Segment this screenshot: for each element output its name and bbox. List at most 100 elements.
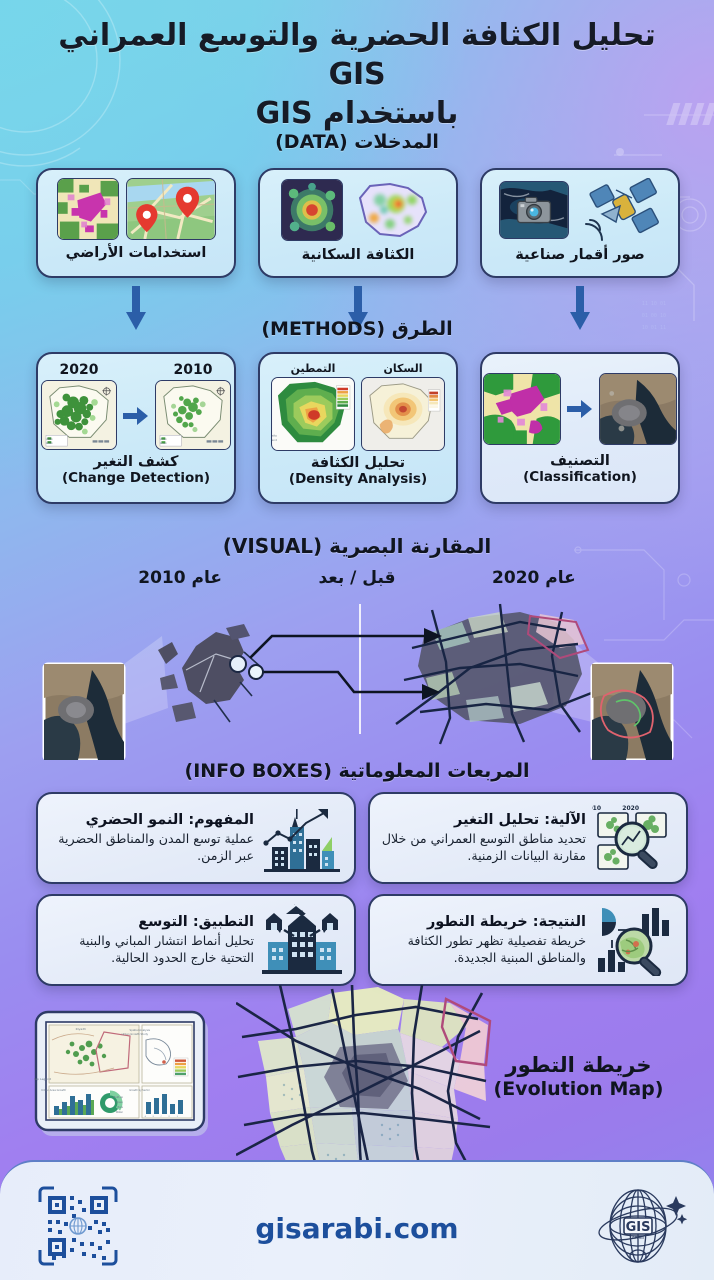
info-box-concept[interactable]: المفهوم: النمو الحضري عملية توسع المدن و… [36, 792, 356, 884]
info-box-result[interactable]: النتيجة: خريطة التطور خريطة تفصيلية تظهر… [368, 894, 688, 986]
svg-text:Built-up: Built-up [114, 1096, 124, 1099]
svg-text:Urban Growth Study: Urban Growth Study [122, 1032, 149, 1036]
method-label-ar: تحليل الكثافة [310, 455, 406, 471]
svg-text:GIS: GIS [626, 1220, 651, 1235]
evolution-label-en: (Evolution Map) [493, 1078, 664, 1101]
data-card-label: استخدامات الأراضي [65, 245, 207, 261]
method-label-ar: كشف التغير [93, 454, 179, 470]
visual-comparison-diagram [42, 603, 674, 760]
classification-visual [483, 372, 677, 445]
arrow-head-bottom [422, 684, 440, 700]
info-box-text: النتيجة: خريطة التطور خريطة تفصيلية تظهر… [376, 914, 586, 967]
satellite-raw-image-icon [599, 372, 677, 445]
classified-image-icon [483, 372, 561, 445]
info-box-title: النتيجة: خريطة التطور [426, 913, 586, 930]
info-box-text: الآلية: تحليل التغير تحديد مناطق التوسع … [376, 812, 586, 865]
info-box-application[interactable]: التطبيق: التوسع تحليل أنماط انتشار المبا… [36, 894, 356, 986]
svg-text:Map Legend: Map Legend [34, 1077, 51, 1081]
visual-comparison-labels: عام 2020 قبل / بعد عام 2010 [0, 568, 714, 588]
svg-text:Growth by Sector: Growth by Sector [129, 1089, 150, 1092]
svg-text:A: A [145, 1115, 147, 1118]
arrow-right-change [123, 407, 148, 425]
city-footprint-2020 [395, 603, 595, 745]
population-kernel-map-icon [361, 377, 445, 451]
poster-title-line-2: باستخدام GIS [255, 96, 459, 131]
land-use-thumbnails [56, 178, 216, 240]
mechanism-year-2010: 2010 [592, 805, 601, 812]
evolution-parcel-map-icon [236, 985, 492, 1181]
info-box-title: التطبيق: التوسع [138, 913, 254, 930]
map-pins-icon [125, 178, 216, 240]
qr-code-icon[interactable] [38, 1186, 118, 1266]
svg-text:Bare: Bare [117, 1106, 123, 1109]
svg-text:E: E [177, 1116, 179, 1118]
info-box-text: التطبيق: التوسع تحليل أنماط انتشار المبا… [44, 914, 254, 967]
arrow-right-classification [567, 399, 592, 418]
method-label-en: (Change Detection) [61, 469, 211, 486]
satellite-2020-thumb [590, 662, 674, 760]
city-growth-chart-icon [260, 799, 344, 877]
evolution-map-dashboard-icon [592, 901, 676, 979]
city-footprint-2010 [158, 624, 263, 723]
visual-label-before-after: قبل / بعد [318, 568, 396, 588]
method-card-label: التصنيف (Classification) [523, 453, 637, 485]
arrow-down-satellite [570, 286, 590, 330]
footer-website-url[interactable]: gisarabi.com [255, 1212, 459, 1245]
landuse-raster-icon [56, 178, 119, 240]
visual-label-2010: عام 2010 [138, 568, 222, 588]
satellite-icon [584, 178, 659, 241]
svg-text:Water: Water [116, 1111, 123, 1114]
method-caption: 2010 [173, 362, 213, 378]
svg-text:Urban: Urban [46, 438, 54, 441]
earth-camera-icon [498, 181, 569, 239]
info-box-text: المفهوم: النمو الحضري عملية توسع المدن و… [44, 812, 254, 865]
satellite-imagery-thumbnails [498, 178, 662, 242]
method-card-label: تحليل الكثافة (Density Analysis) [289, 455, 427, 487]
data-card-population-density[interactable]: الكثافة السكانية [258, 168, 458, 278]
evolution-map-label: خريطة التطور (Evolution Map) [471, 1052, 686, 1102]
population-density-thumbnails [280, 178, 436, 242]
density-grid-icon [280, 179, 343, 241]
method-label-ar: التصنيف [550, 452, 610, 469]
svg-text:Green: Green [116, 1101, 124, 1104]
info-box-description: عملية توسع المدن والمناطق الحضرية عبر ال… [58, 831, 254, 863]
section-heading-data: المدخلات (DATA) [275, 131, 439, 153]
method-card-label: كشف التغير (Change Detection) [62, 454, 210, 486]
arrow-down-population-density [348, 286, 368, 330]
poster-title-line-1: تحليل الكثافة الحضرية والتوسع العمراني G… [58, 18, 656, 92]
data-card-satellite-imagery[interactable]: صور أقمار صناعية [480, 168, 680, 278]
method-card-classification[interactable]: التصنيف (Classification) [480, 352, 680, 504]
arrow-head-top [424, 628, 442, 644]
svg-text:Urban Area Growth: Urban Area Growth [41, 1088, 66, 1092]
svg-text:Legend: Legend [271, 438, 277, 442]
section-heading-methods: الطرق (METHODS) [261, 318, 453, 340]
evolution-label-ar: خريطة التطور [505, 1053, 652, 1077]
method-label-en: (Density Analysis) [288, 470, 428, 487]
gis-globe-logo-icon: GIS ARABI [598, 1189, 688, 1263]
method-caption: التمطين [290, 362, 336, 375]
method-card-density-analysis[interactable]: السكان [258, 352, 458, 504]
data-card-land-use[interactable]: استخدامات الأراضي [36, 168, 236, 278]
info-box-description: تحليل أنماط انتشار المباني والبنية التحت… [79, 933, 254, 965]
footer-bar: gisarabi.com GIS ARABI [0, 1160, 714, 1280]
method-caption: السكان [383, 362, 423, 375]
svg-text:B: B [153, 1116, 155, 1118]
poster-title-block: تحليل الكثافة الحضرية والتوسع العمراني G… [0, 16, 714, 133]
info-box-mechanism[interactable]: 2010 2020 الآلية: تحليل التغير تحديد منا… [368, 792, 688, 884]
info-box-description: تحديد مناطق التوسع العمراني من خلال مقار… [381, 831, 586, 863]
info-box-title: المفهوم: النمو الحضري [85, 811, 254, 828]
section-heading-visual: المقارنة البصرية (VISUAL) [222, 534, 492, 558]
arrow-down-land-use [126, 286, 146, 330]
svg-text:Green: Green [46, 442, 54, 445]
urban-sprawl-buildings-icon [260, 901, 344, 979]
satellite-2010-thumb [42, 662, 126, 760]
data-card-label: الكثافة السكانية [301, 247, 415, 263]
svg-text:Spatial Analysis: Spatial Analysis [130, 1028, 151, 1032]
svg-text:C: C [161, 1116, 163, 1118]
